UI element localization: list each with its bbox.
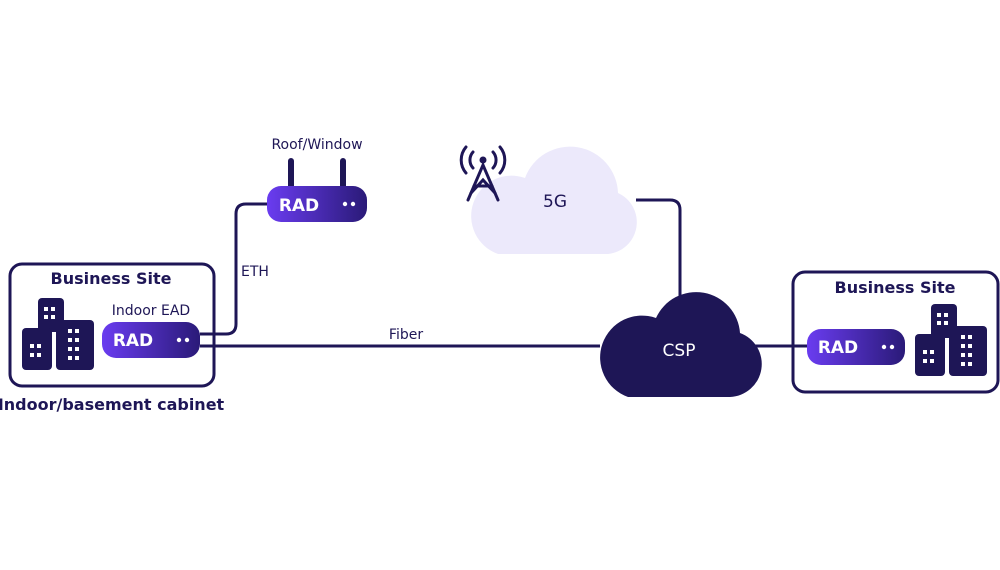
office-buildings-icon [915, 304, 987, 376]
right-rad-label: RAD [818, 338, 858, 358]
right-business-site: Business Site RAD [791, 270, 1000, 394]
connection-lines [200, 198, 810, 348]
indoor-ead-caption: Indoor EAD [112, 303, 190, 319]
left-site-footer: Indoor/basement cabinet [0, 395, 225, 414]
right-rad-led-2 [889, 344, 895, 350]
fiber-link-label: Fiber [389, 327, 423, 343]
csp-cloud-shape [600, 292, 762, 397]
csp-label: CSP [663, 341, 696, 361]
indoor-rad-label: RAD [113, 331, 153, 351]
eth-link-label: ETH [241, 264, 269, 280]
indoor-rad-led-2 [184, 337, 190, 343]
router-antenna-icon [288, 158, 346, 192]
indoor-rad-led-1 [176, 337, 182, 343]
5g-cloud-shape [471, 146, 637, 254]
eth-link-line [200, 202, 268, 336]
5g-label: 5G [543, 192, 567, 212]
right-site-title: Business Site [835, 278, 956, 297]
right-rad-led-1 [881, 344, 887, 350]
left-site-frame [8, 262, 216, 388]
5g-to-csp-line [636, 198, 682, 300]
cell-tower-icon [459, 145, 507, 202]
right-rad-device[interactable]: RAD [807, 329, 905, 365]
left-site-title: Business Site [51, 269, 172, 288]
roof-rad-led-1 [342, 201, 348, 207]
roof-window-device[interactable]: Roof/Window RAD [267, 137, 367, 222]
right-site-frame [791, 270, 1000, 394]
indoor-rad-device[interactable]: RAD [102, 322, 200, 358]
roof-rad-label: RAD [279, 196, 319, 216]
roof-window-caption: Roof/Window [271, 137, 362, 153]
roof-rad-led-2 [350, 201, 356, 207]
office-buildings-icon [22, 298, 94, 370]
5g-cloud: 5G [471, 146, 637, 254]
csp-cloud: CSP [600, 292, 762, 397]
left-business-site: Business Site Indoor EAD RAD Indoor/base… [0, 262, 225, 414]
